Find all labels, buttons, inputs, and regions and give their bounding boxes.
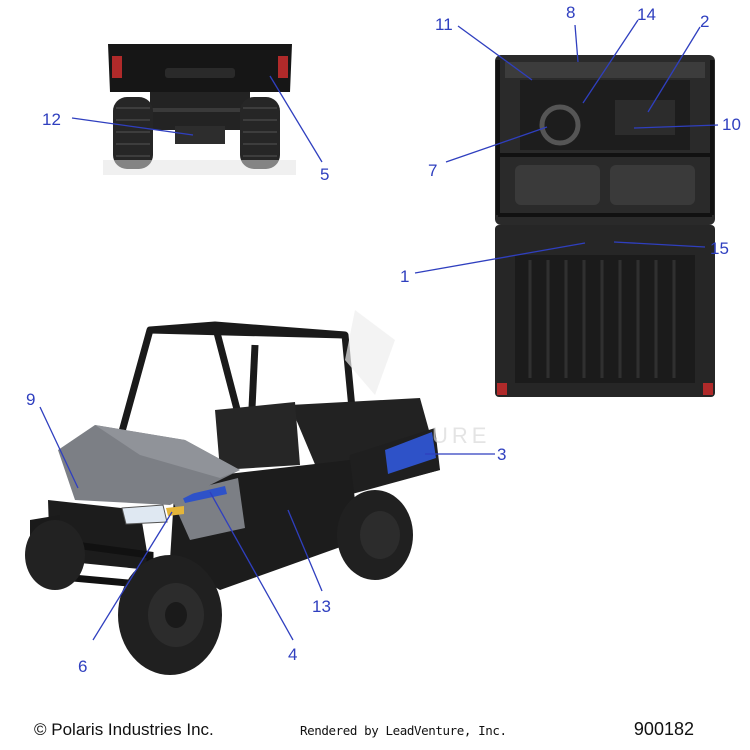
bench-seat-left [515, 165, 600, 205]
front-left-wheel [25, 520, 85, 590]
callout-5: 5 [320, 165, 329, 184]
leader-line-5 [269, 75, 323, 163]
watermark: URE [345, 310, 490, 448]
leader-line-1 [414, 242, 586, 274]
leader-line-11 [457, 25, 533, 81]
callout-2: 2 [700, 12, 709, 31]
leader-line-9 [39, 406, 79, 489]
callout-10: 10 [722, 115, 741, 134]
top-view [495, 55, 715, 397]
leader-line-13 [287, 509, 323, 592]
svg-text:URE: URE [432, 423, 490, 448]
callout-13: 13 [312, 597, 331, 616]
leader-line-7 [445, 126, 548, 163]
diagram-part-number: 900182 [633, 719, 694, 739]
callout-9: 9 [26, 390, 35, 409]
callout-8: 8 [566, 3, 575, 22]
leader-line-10 [633, 124, 719, 129]
callout-4: 4 [288, 645, 297, 664]
side-decal-blue [385, 432, 436, 474]
callout-6: 6 [78, 657, 87, 676]
left-taillight [112, 56, 122, 78]
callout-15: 15 [710, 239, 729, 258]
bench-seat-right [610, 165, 695, 205]
callout-3: 3 [497, 445, 506, 464]
rear-view [103, 40, 296, 175]
callout-labels: 1 2 3 4 5 6 7 8 9 10 11 12 13 14 15 [26, 3, 741, 676]
front-right-wheel [118, 555, 222, 675]
steering-wheel [539, 104, 581, 146]
copyright-text: © Polaris Industries Inc. [34, 720, 214, 739]
front-three-quarter-view [25, 321, 440, 675]
leader-line-8 [574, 24, 579, 63]
headlight [121, 504, 168, 525]
side-stripe-blue [182, 486, 227, 503]
leader-line-12 [71, 117, 194, 136]
hood [58, 425, 240, 505]
leader-line-2 [647, 26, 701, 113]
callout-7: 7 [428, 161, 437, 180]
leader-line-14 [582, 19, 639, 104]
callout-12: 12 [42, 110, 61, 129]
right-taillight [278, 56, 288, 78]
rear-right-wheel [337, 490, 413, 580]
callout-11: 11 [435, 15, 453, 34]
leader-line-15 [613, 241, 706, 248]
callout-14: 14 [637, 5, 656, 24]
callout-1: 1 [400, 267, 409, 286]
leader-line-4 [209, 491, 294, 641]
rendered-by-text: Rendered by LeadVenture, Inc. [300, 723, 507, 738]
leader-line-6 [92, 511, 173, 641]
leader-lines [39, 19, 719, 641]
